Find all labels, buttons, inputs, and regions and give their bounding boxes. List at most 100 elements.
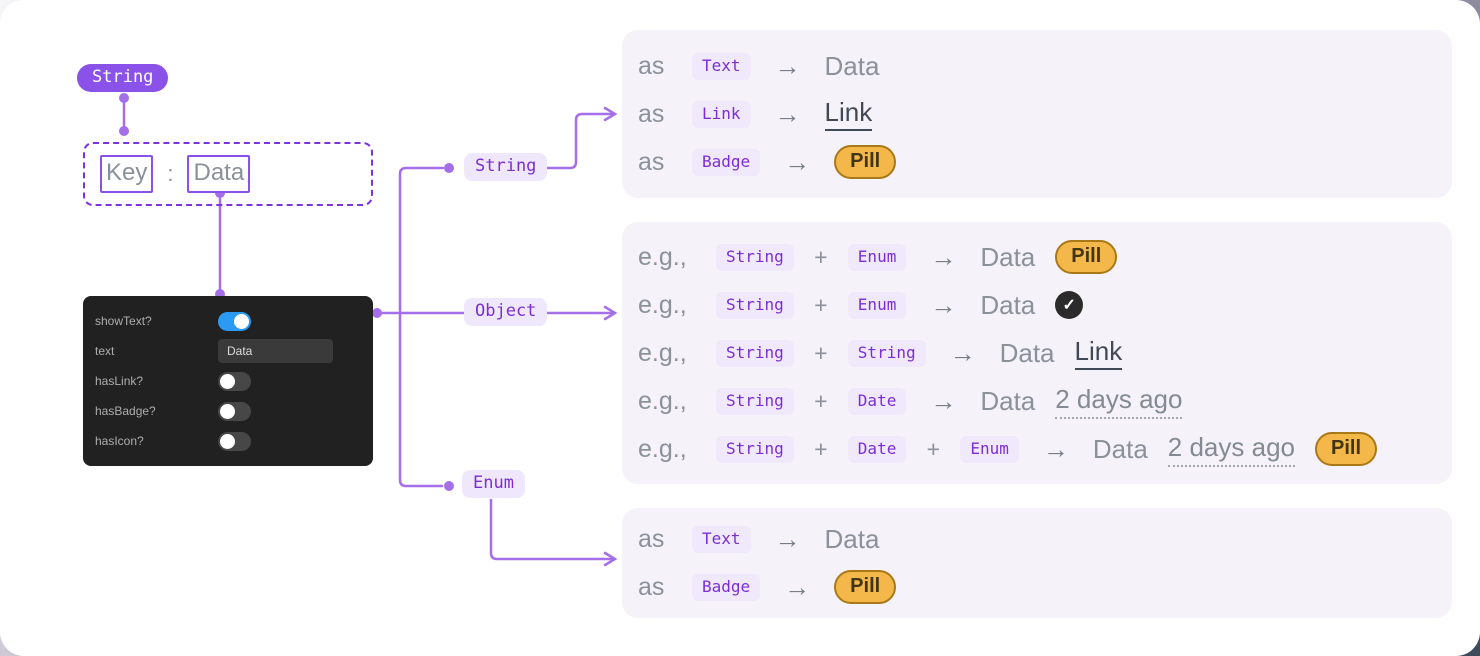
arrow-icon: →: [930, 241, 957, 272]
arrow-icon: →: [949, 337, 976, 368]
plus-icon: +: [814, 291, 828, 318]
result-text: Data: [999, 337, 1055, 368]
pill-badge: Pill: [834, 145, 897, 179]
prop-label-showtext: showText?: [95, 314, 152, 328]
type-chip: String: [716, 387, 794, 415]
prop-row-hasicon: hasIcon?: [95, 427, 361, 455]
arrow-icon: →: [930, 385, 957, 416]
prop-row-showtext: showText?: [95, 307, 361, 335]
eg-label: e.g.,: [638, 434, 687, 463]
result-text: Data: [824, 523, 880, 554]
type-chip: String: [847, 339, 926, 367]
type-chip: Date: [847, 387, 907, 415]
hasicon-toggle[interactable]: [218, 431, 251, 451]
result-text: Data: [980, 289, 1036, 320]
string-panel-row-badge: as Badge → Pill: [638, 138, 1452, 186]
object-panel-row-5: e.g., String + Date + Enum → Data 2 days…: [638, 425, 1452, 473]
schema-box: Key : Data: [83, 142, 373, 206]
object-panel-row-2: e.g., String + Enum → Data ✓: [638, 281, 1452, 329]
result-text: Data: [824, 50, 880, 81]
enum-panel-row-badge: as Badge → Pill: [638, 563, 1452, 611]
arrow-icon: →: [774, 50, 801, 81]
prop-row-text: text Data: [95, 337, 361, 365]
prop-label-hasicon: hasIcon?: [95, 434, 144, 448]
toggle-knob: [220, 403, 235, 419]
object-panel-row-4: e.g., String + Date → Data 2 days ago: [638, 377, 1452, 425]
type-chip: String: [716, 243, 794, 271]
result-date: 2 days ago: [1055, 384, 1183, 419]
type-chip: Enum: [960, 435, 1019, 463]
properties-panel: showText? text Data hasLink? hasBadge? h…: [83, 296, 373, 466]
arrow-icon: →: [784, 146, 811, 177]
arrow-icon: →: [774, 523, 801, 554]
arrow-icon: →: [784, 571, 811, 602]
as-label: as: [638, 524, 665, 553]
type-chip: Enum: [847, 243, 907, 271]
type-chip: Enum: [847, 291, 907, 319]
result-text: Data: [1092, 433, 1148, 464]
check-circle-icon: ✓: [1055, 291, 1084, 319]
object-panel: e.g., String + Enum → Data Pill e.g., St…: [622, 222, 1452, 484]
string-panel-row-link: as Link → Link: [638, 90, 1452, 138]
prop-label-text: text: [95, 344, 115, 358]
string-panel: as Text → Data as Link → Link as Badge →…: [622, 30, 1452, 198]
object-panel-row-1: e.g., String + Enum → Data Pill: [638, 233, 1452, 281]
arrow-icon: →: [1042, 433, 1069, 464]
render-type-chip: Link: [692, 100, 751, 128]
plus-icon: +: [814, 243, 828, 270]
eg-label: e.g.,: [638, 386, 687, 415]
string-panel-row-text: as Text → Data: [638, 42, 1452, 90]
toggle-knob: [220, 373, 235, 389]
render-type-chip: Text: [692, 52, 751, 80]
toggle-knob: [234, 313, 249, 329]
prop-label-haslink: hasLink?: [95, 374, 144, 388]
as-label: as: [638, 572, 665, 601]
pill-badge: Pill: [834, 570, 897, 604]
pill-badge: Pill: [1055, 240, 1118, 274]
arrow-icon: →: [930, 289, 957, 320]
result-date: 2 days ago: [1167, 432, 1295, 467]
as-label: as: [638, 99, 665, 128]
prop-row-hasbadge: hasBadge?: [95, 397, 361, 425]
result-text: Data: [980, 385, 1036, 416]
result-link[interactable]: Link: [824, 97, 873, 131]
result-link[interactable]: Link: [1074, 336, 1123, 370]
showtext-toggle[interactable]: [218, 311, 251, 331]
haslink-toggle[interactable]: [218, 371, 251, 391]
toggle-knob: [220, 433, 235, 449]
type-chip: String: [716, 339, 794, 367]
plus-icon: +: [814, 387, 828, 414]
eg-label: e.g.,: [638, 242, 687, 271]
prop-label-hasbadge: hasBadge?: [95, 404, 156, 418]
render-type-chip: Text: [692, 525, 751, 553]
render-type-chip: Badge: [692, 148, 761, 176]
text-input[interactable]: Data: [218, 339, 333, 363]
type-chip: Date: [847, 435, 907, 463]
eg-label: e.g.,: [638, 338, 687, 367]
hasbadge-toggle[interactable]: [218, 401, 251, 421]
render-type-chip: Badge: [692, 573, 761, 601]
arrow-icon: →: [774, 98, 801, 129]
as-label: as: [638, 147, 665, 176]
enum-panel-row-text: as Text → Data: [638, 515, 1452, 563]
type-chip: String: [716, 291, 794, 319]
prop-row-haslink: hasLink?: [95, 367, 361, 395]
branch-label-object: Object: [464, 298, 548, 326]
enum-panel: as Text → Data as Badge → Pill: [622, 508, 1452, 618]
schema-value-token[interactable]: Data: [187, 155, 251, 193]
eg-label: e.g.,: [638, 290, 687, 319]
as-label: as: [638, 51, 665, 80]
branch-label-enum: Enum: [462, 470, 525, 498]
plus-icon: +: [814, 435, 828, 462]
type-chip: String: [716, 435, 794, 463]
branch-label-string: String: [464, 153, 548, 181]
result-text: Data: [980, 241, 1036, 272]
schema-separator: :: [167, 161, 174, 186]
plus-icon: +: [926, 435, 941, 462]
schema-key-token[interactable]: Key: [100, 155, 154, 193]
plus-icon: +: [814, 339, 828, 366]
source-type-badge: String: [77, 64, 169, 92]
pill-badge: Pill: [1315, 432, 1378, 466]
